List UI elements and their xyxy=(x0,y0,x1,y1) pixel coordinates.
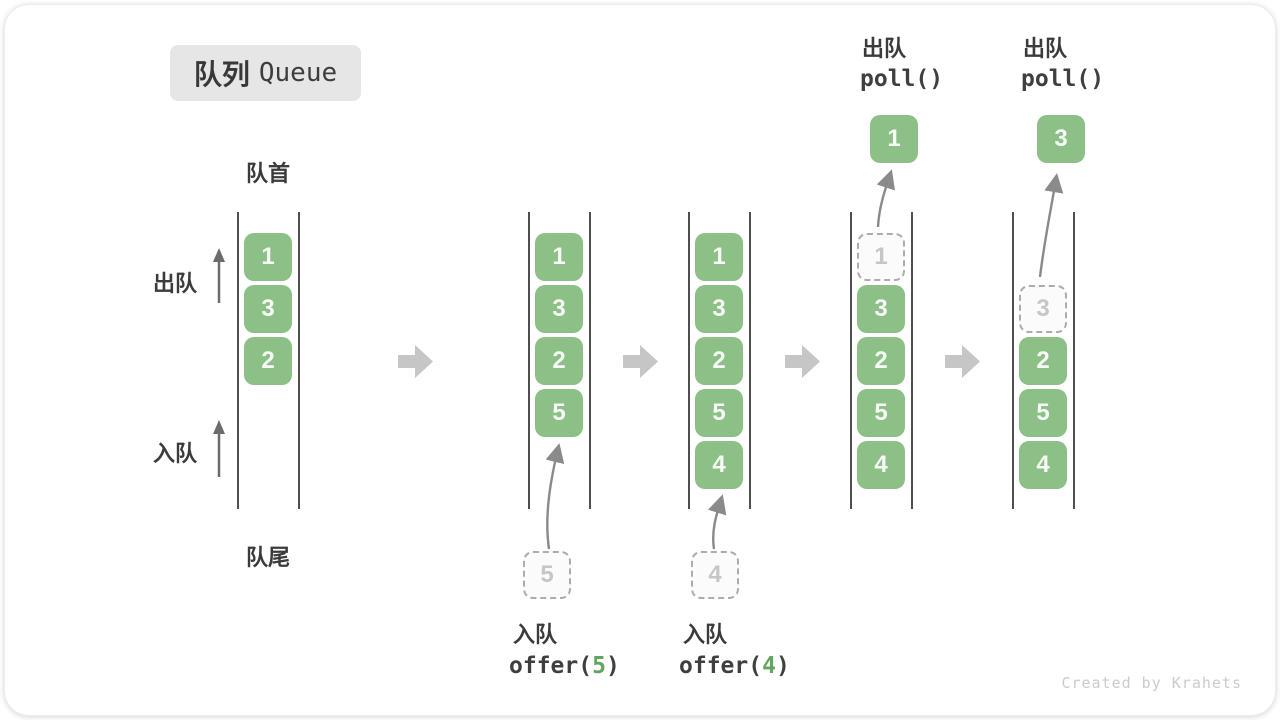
queue5-removed-cell: 3 xyxy=(1019,285,1067,333)
title-zh-label: 队列 xyxy=(193,59,250,90)
queue3-cell: 3 xyxy=(695,285,743,333)
queue2-wall-right xyxy=(589,212,591,509)
queue4-cell: 5 xyxy=(857,389,905,437)
queue2-cell: 1 xyxy=(535,233,583,281)
queue2-cell: 2 xyxy=(535,337,583,385)
poll1-code: poll() xyxy=(860,66,944,92)
queue4-cell: 4 xyxy=(857,441,905,489)
poll2-label: 出队 xyxy=(1023,36,1068,61)
queue2-cell: 3 xyxy=(535,285,583,333)
enqueue5-code: offer(5) xyxy=(509,653,620,679)
poll1-label: 出队 xyxy=(862,36,907,61)
queue2-cell: 5 xyxy=(535,389,583,437)
queue1-cell: 2 xyxy=(244,337,292,385)
watermark-credit: Created by Krahets xyxy=(1061,674,1242,692)
enqueue4-code-arg: 4 xyxy=(762,653,776,679)
enqueue4-code-close: ) xyxy=(775,653,790,679)
label-dequeue: 出队 xyxy=(153,271,198,296)
queue4-result-cell: 1 xyxy=(870,115,918,163)
queue2-wall-left xyxy=(528,212,530,509)
label-queue-rear: 队尾 xyxy=(246,545,291,570)
enqueue5-code-arg: 5 xyxy=(592,653,606,679)
queue5-cell: 4 xyxy=(1019,441,1067,489)
queue5-cell: 5 xyxy=(1019,389,1067,437)
queue3-cell: 2 xyxy=(695,337,743,385)
queue4-cell: 3 xyxy=(857,285,905,333)
queue1-cell: 1 xyxy=(244,233,292,281)
queue3-wall-right xyxy=(749,212,751,509)
enqueue5-code-open: offer( xyxy=(509,653,593,679)
queue3-staged-cell: 4 xyxy=(691,551,739,599)
enqueue5-label: 入队 xyxy=(513,622,558,647)
title-en-label: Queue xyxy=(258,58,338,88)
queue1-cell: 3 xyxy=(244,285,292,333)
label-enqueue: 入队 xyxy=(153,441,198,466)
queue1-wall-left xyxy=(237,212,239,509)
queue1-wall-right xyxy=(298,212,300,509)
label-queue-front: 队首 xyxy=(246,161,291,186)
enqueue4-label: 入队 xyxy=(683,622,728,647)
queue3-cell: 5 xyxy=(695,389,743,437)
queue4-removed-cell: 1 xyxy=(857,233,905,281)
title-badge: 队列 Queue xyxy=(170,45,361,101)
queue5-wall-right xyxy=(1073,212,1075,509)
queue5-cell: 2 xyxy=(1019,337,1067,385)
enqueue4-code-open: offer( xyxy=(679,653,763,679)
diagram-card xyxy=(5,5,1275,715)
queue3-cell: 4 xyxy=(695,441,743,489)
queue4-wall-right xyxy=(911,212,913,509)
enqueue5-code-close: ) xyxy=(605,653,620,679)
queue2-staged-cell: 5 xyxy=(523,551,571,599)
queue4-cell: 2 xyxy=(857,337,905,385)
queue3-cell: 1 xyxy=(695,233,743,281)
poll2-code: poll() xyxy=(1021,66,1105,92)
queue4-wall-left xyxy=(850,212,852,509)
queue5-result-cell: 3 xyxy=(1037,115,1085,163)
queue5-wall-left xyxy=(1012,212,1014,509)
enqueue4-code: offer(4) xyxy=(679,653,790,679)
queue3-wall-left xyxy=(688,212,690,509)
